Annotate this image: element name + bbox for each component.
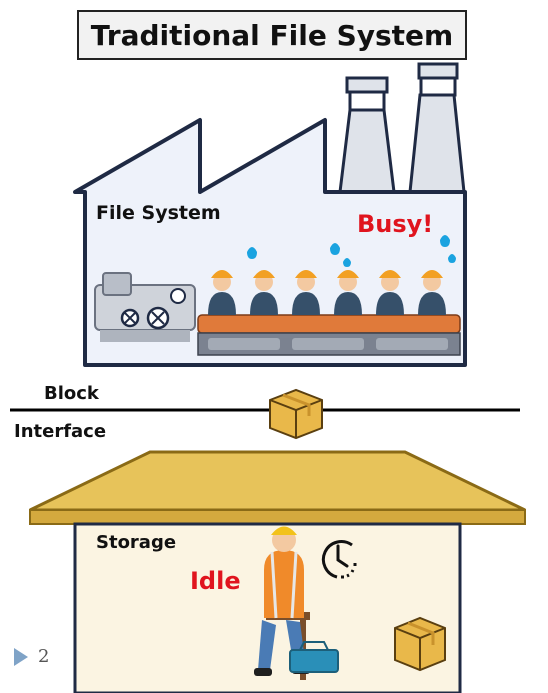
- storage-box-icon: [394, 616, 446, 672]
- interface-label-line2: Interface: [14, 421, 107, 442]
- machine-icon: [94, 272, 196, 342]
- storage-roof: [29, 450, 526, 512]
- chimney-right-band: [419, 76, 457, 97]
- storage-roof-eave: [29, 509, 526, 525]
- idle-status-label: Idle: [190, 567, 241, 595]
- clock-icon: [321, 540, 357, 579]
- chimney-left-band: [348, 90, 386, 112]
- worker-icon: [418, 270, 446, 315]
- page-arrow-icon: [14, 648, 28, 666]
- workers: [208, 270, 446, 315]
- package-box-icon: [269, 388, 323, 440]
- storage-label: Storage: [96, 532, 177, 553]
- busy-status-label: Busy!: [357, 210, 434, 238]
- worker-icon: [208, 270, 236, 315]
- worker-icon: [250, 270, 278, 315]
- chimneys: [338, 62, 466, 194]
- title-text: Traditional File System: [90, 18, 454, 52]
- chimney-right: [408, 93, 466, 194]
- chimney-right-cap: [417, 62, 459, 80]
- file-system-label: File System: [96, 202, 221, 224]
- title-box: Traditional File System: [77, 10, 467, 60]
- sweat-drops-icon: [247, 235, 456, 267]
- chimney-left-cap: [345, 76, 389, 94]
- conveyor-belt: [197, 314, 461, 356]
- worker-icon: [376, 270, 404, 315]
- chimney-left: [338, 108, 396, 194]
- worker-icon: [292, 270, 320, 315]
- toolbox-icon: [289, 641, 339, 673]
- interface-label-line1: Block: [44, 383, 99, 404]
- page-number: 2: [38, 646, 50, 667]
- worker-icon: [334, 270, 362, 315]
